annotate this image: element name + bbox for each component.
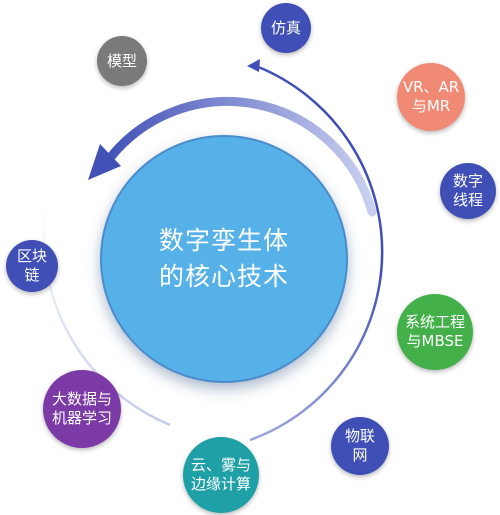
outer-orbit-arrowhead	[247, 59, 260, 72]
node-blockchain-label: 区块 链	[16, 247, 47, 284]
node-cloud-edge-label: 云、雾与 边缘计算	[190, 456, 251, 493]
node-model-label: 模型	[106, 51, 137, 70]
node-model: 模型	[97, 36, 147, 86]
node-vr-ar-mr-label: VR、AR 与MR	[402, 78, 460, 115]
node-iot: 物联 网	[331, 417, 389, 475]
node-mbse: 系统工程 与MBSE	[397, 294, 473, 370]
node-blockchain: 区块 链	[6, 240, 58, 292]
node-simulation-label: 仿真	[270, 18, 301, 37]
node-digital-thread: 数字 线程	[440, 163, 496, 219]
center-circle: 数字孪生体 的核心技术	[100, 135, 348, 383]
node-iot-label: 物联 网	[344, 427, 375, 464]
node-big-data-ml-label: 大数据与 机器学习	[51, 390, 112, 427]
node-big-data-ml: 大数据与 机器学习	[43, 370, 121, 448]
node-simulation: 仿真	[261, 3, 311, 53]
node-digital-thread-label: 数字 线程	[452, 172, 483, 209]
outer-orbit-arc	[249, 64, 384, 442]
node-cloud-edge: 云、雾与 边缘计算	[183, 437, 259, 513]
node-mbse-label: 系统工程 与MBSE	[404, 313, 465, 350]
center-title: 数字孪生体 的核心技术	[158, 225, 289, 291]
node-vr-ar-mr: VR、AR 与MR	[397, 63, 465, 131]
inner-arc-arrowhead	[88, 144, 121, 180]
inner-arc	[105, 97, 377, 217]
